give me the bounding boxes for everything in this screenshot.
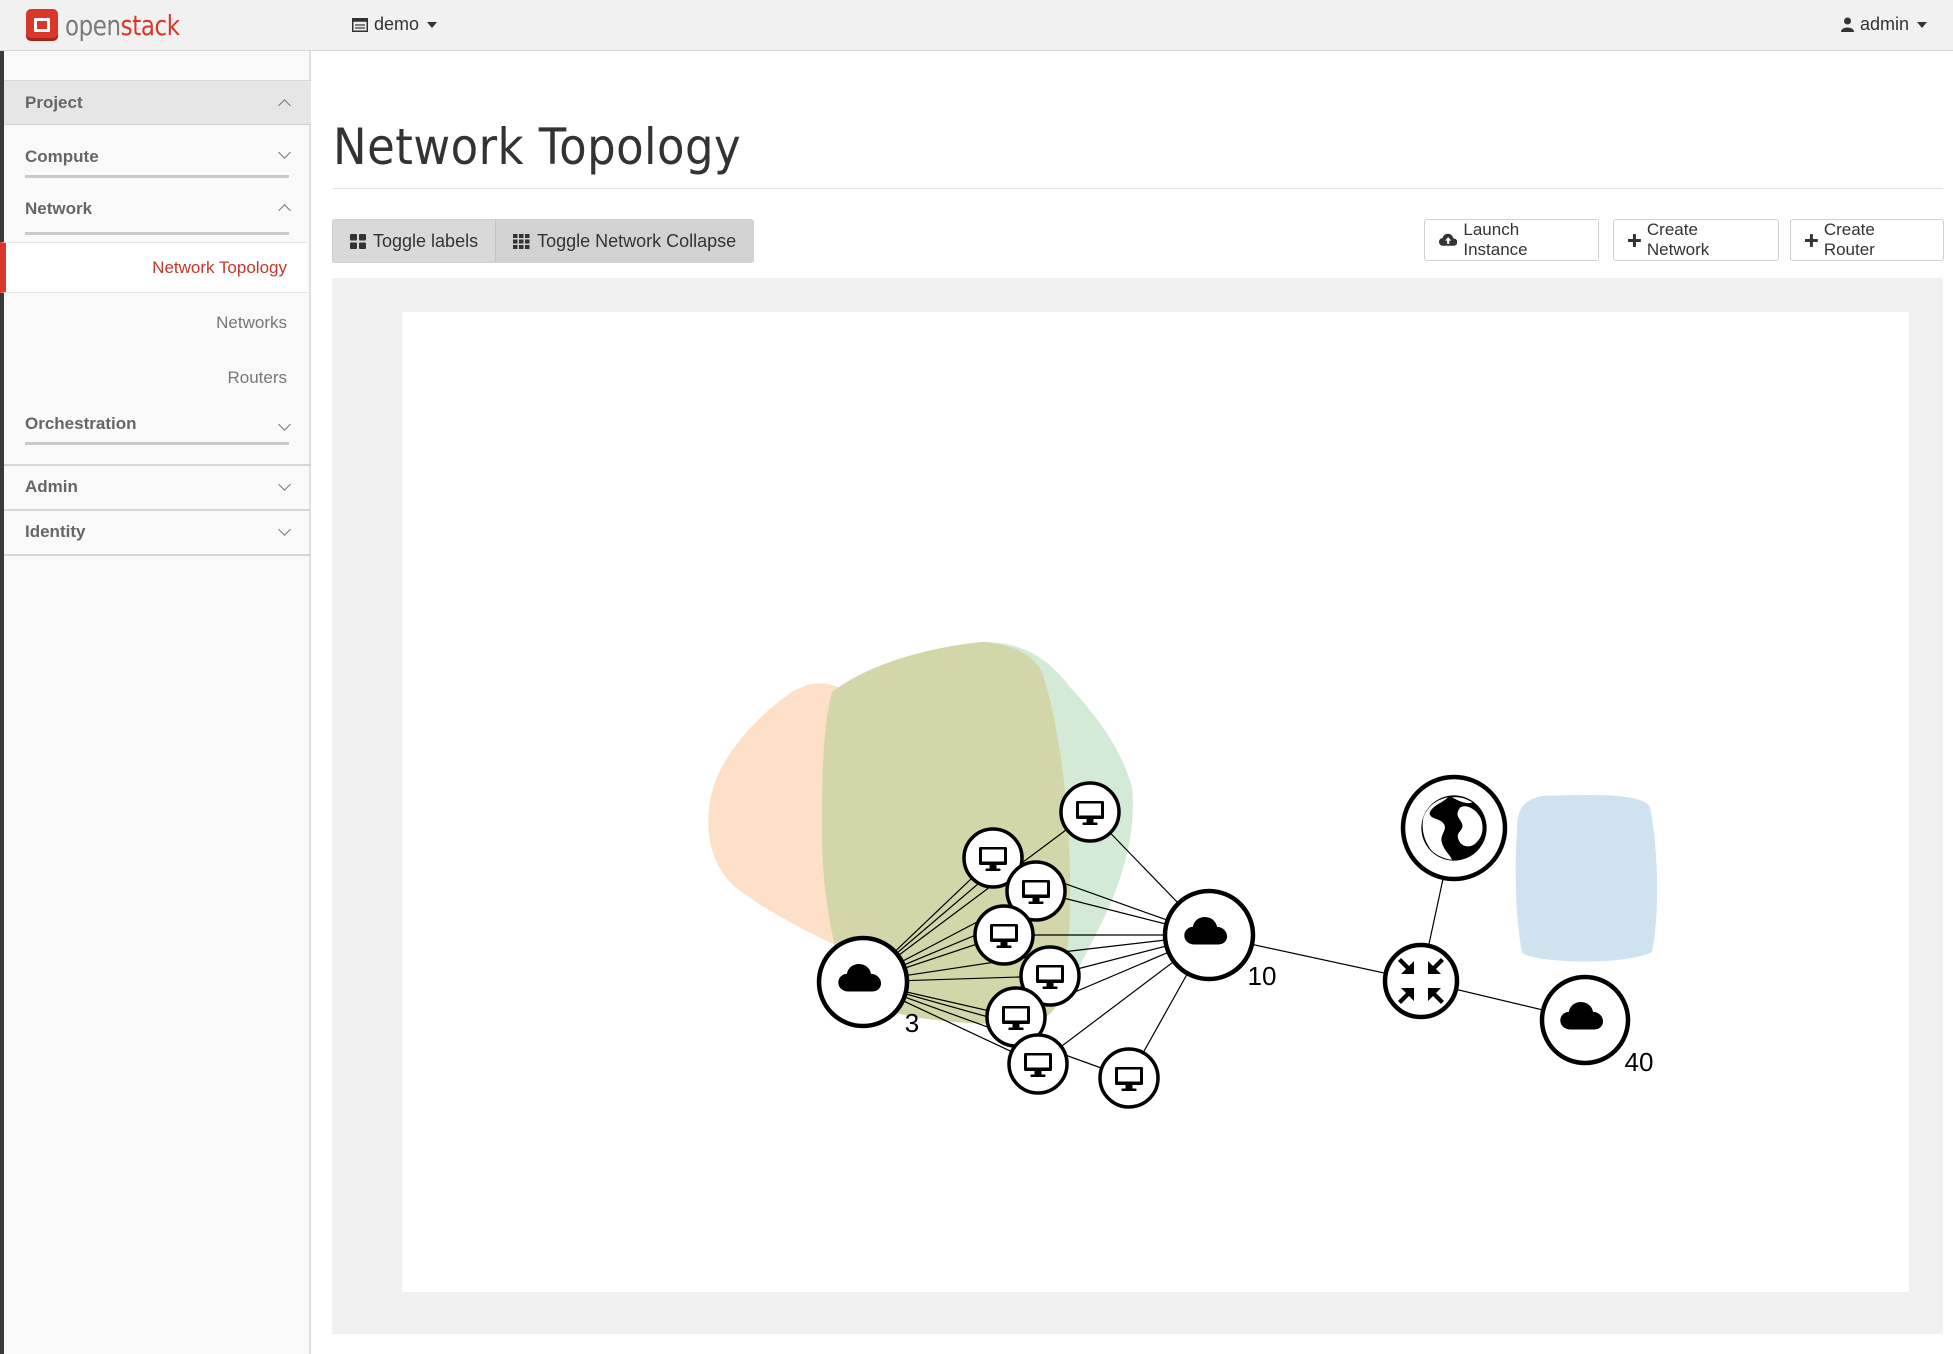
user-menu[interactable]: admin	[1840, 14, 1927, 35]
sidebar-divider	[25, 442, 289, 445]
project-switcher[interactable]: demo	[352, 14, 438, 35]
project-list-icon	[352, 17, 368, 32]
sidebar-section-label: Identity	[25, 522, 86, 541]
network-40-area	[1515, 795, 1658, 962]
chevron-down-icon	[1917, 21, 1927, 28]
top-navbar: openstack demo admin	[0, 0, 1953, 51]
toggle-labels-label: Toggle labels	[373, 230, 479, 251]
user-icon	[1840, 17, 1854, 32]
sidebar-section-network[interactable]: Network	[4, 199, 311, 229]
chevron-up-icon	[278, 99, 291, 112]
link-instance-net-3	[862, 811, 1091, 983]
toggle-network-collapse-label: Toggle Network Collapse	[537, 230, 737, 251]
sidebar-section-identity[interactable]: Identity	[4, 522, 311, 552]
page-title: Network Topology	[333, 118, 742, 176]
toggle-labels-button[interactable]: Toggle labels	[333, 220, 497, 262]
launch-instance-label: Launch Instance	[1463, 220, 1528, 259]
plus-icon	[1628, 233, 1641, 247]
sidebar-item-label: Network Topology	[152, 258, 287, 277]
external-network-node[interactable]	[1400, 774, 1508, 882]
network-label: 40	[1625, 1047, 1654, 1077]
instance-node-5[interactable]	[1019, 945, 1081, 1007]
instance-node-1[interactable]	[1059, 781, 1121, 843]
sidebar-section-admin[interactable]: Admin	[4, 477, 311, 507]
chevron-down-icon	[427, 21, 438, 28]
instance-node-4[interactable]	[973, 904, 1035, 966]
create-network-button[interactable]: Create Network	[1613, 219, 1779, 261]
create-network-label: Create Network	[1646, 220, 1710, 259]
sidebar-divider	[4, 509, 311, 511]
sidebar-item-label: Routers	[227, 368, 287, 387]
sidebar-item-networks[interactable]: Networks	[216, 313, 287, 333]
create-router-label: Create Router	[1823, 220, 1875, 259]
instance-node-3[interactable]	[1005, 860, 1067, 922]
sidebar-section-label: Network	[25, 199, 93, 218]
network-node-10[interactable]	[1162, 888, 1256, 982]
launch-instance-button[interactable]: Launch Instance	[1424, 219, 1599, 261]
sidebar-section-compute[interactable]: Compute	[4, 146, 311, 177]
project-switcher-label: demo	[374, 14, 420, 34]
chevron-down-icon	[278, 146, 291, 159]
sidebar-item-network-topology[interactable]: Network Topology	[0, 242, 307, 293]
user-menu-label: admin	[1859, 14, 1909, 34]
instance-node-7[interactable]	[1007, 1033, 1069, 1095]
network-topology-graph[interactable]: 3 10 40	[402, 312, 1909, 1292]
chevron-up-icon	[278, 204, 291, 217]
sidebar-item-routers[interactable]: Routers	[227, 368, 287, 388]
sidebar-section-label: Compute	[25, 147, 99, 166]
router-node[interactable]	[1382, 942, 1460, 1020]
sidebar-divider	[4, 554, 311, 556]
topology-toggle-group: Toggle labels Toggle Network Collapse	[332, 219, 755, 263]
sidebar-section-orchestration[interactable]: Orchestration	[4, 414, 311, 444]
sidebar-item-label: Networks	[216, 313, 287, 332]
sidebar-section-label: Orchestration	[25, 414, 137, 433]
openstack-logo-icon	[26, 9, 58, 41]
chevron-down-icon	[278, 478, 291, 491]
sidebar-divider	[4, 80, 311, 81]
plus-icon	[1805, 233, 1818, 247]
sidebar-section-project[interactable]: Project	[4, 81, 311, 125]
router-node-circle	[1382, 942, 1460, 1020]
brand-name: openstack	[65, 8, 180, 42]
chevron-down-icon	[278, 418, 291, 431]
sidebar-divider	[25, 232, 289, 235]
sidebar-divider	[4, 464, 311, 466]
brand-logo[interactable]: openstack	[26, 6, 205, 44]
network-node-3[interactable]	[816, 935, 910, 1029]
network-label: 10	[1248, 961, 1277, 991]
instance-node-2[interactable]	[962, 827, 1024, 889]
title-divider	[333, 188, 1943, 189]
cloud-upload-icon	[1439, 233, 1458, 246]
sidebar-section-label: Project	[25, 93, 83, 112]
topology-nodes: 3 10 40	[816, 774, 1654, 1109]
sidebar: Project Compute Network Network Topology…	[0, 51, 311, 1354]
create-router-button[interactable]: Create Router	[1790, 219, 1944, 261]
th-large-icon	[350, 233, 366, 249]
globe-icon	[1421, 795, 1487, 861]
toggle-network-collapse-button[interactable]: Toggle Network Collapse	[496, 220, 754, 262]
sidebar-divider	[25, 175, 289, 178]
sidebar-section-label: Admin	[25, 477, 78, 496]
chevron-down-icon	[278, 523, 291, 536]
network-label: 3	[905, 1008, 919, 1038]
th-icon	[513, 233, 530, 249]
instance-node-8[interactable]	[1098, 1047, 1160, 1109]
topology-canvas[interactable]: 3 10 40	[402, 312, 1909, 1292]
network-node-40[interactable]	[1539, 974, 1631, 1066]
